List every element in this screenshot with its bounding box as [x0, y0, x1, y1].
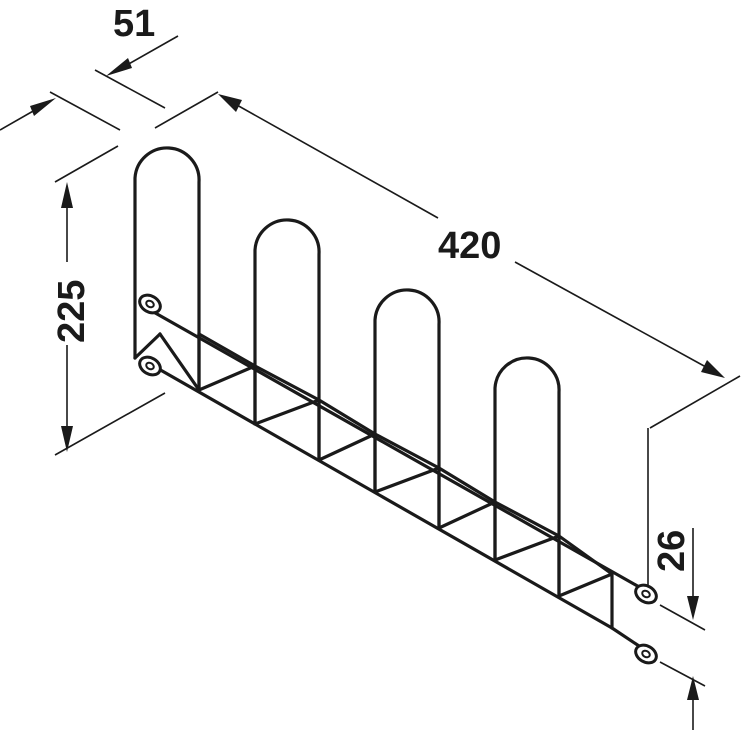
zigzag-10 — [133, 332, 162, 360]
dimension-depth-label: 51 — [113, 3, 155, 45]
bracket-bottom-right — [634, 643, 658, 665]
bracket-top-right — [634, 583, 658, 605]
zigzag-1 — [158, 332, 614, 630]
dimension-height: 225 — [51, 145, 166, 456]
bracket-top-left — [138, 293, 162, 315]
dimension-length-label: 420 — [438, 225, 501, 267]
dimension-length: 420 — [154, 91, 741, 429]
zigzag-7 — [437, 466, 497, 504]
dimension-rail-offset-label: 26 — [651, 530, 693, 572]
arch-3 — [373, 288, 441, 530]
rail-back — [148, 308, 650, 594]
arch-1 — [133, 146, 201, 392]
zigzag-4 — [253, 364, 321, 402]
zigzag-6 — [373, 432, 441, 470]
dimension-height-label: 225 — [51, 280, 93, 343]
zigzag-5 — [317, 398, 377, 436]
zigzag-3 — [197, 332, 257, 368]
arch-2 — [253, 218, 321, 462]
shoe-rack — [133, 146, 658, 665]
bracket-bottom-left — [138, 355, 162, 377]
dimension-rail-offset: 26 — [647, 428, 706, 730]
zigzag-9 — [557, 534, 614, 576]
zigzag-8 — [493, 500, 561, 538]
rail-front — [148, 362, 614, 630]
dimension-depth: 51 — [0, 3, 179, 131]
arch-4 — [493, 356, 561, 598]
